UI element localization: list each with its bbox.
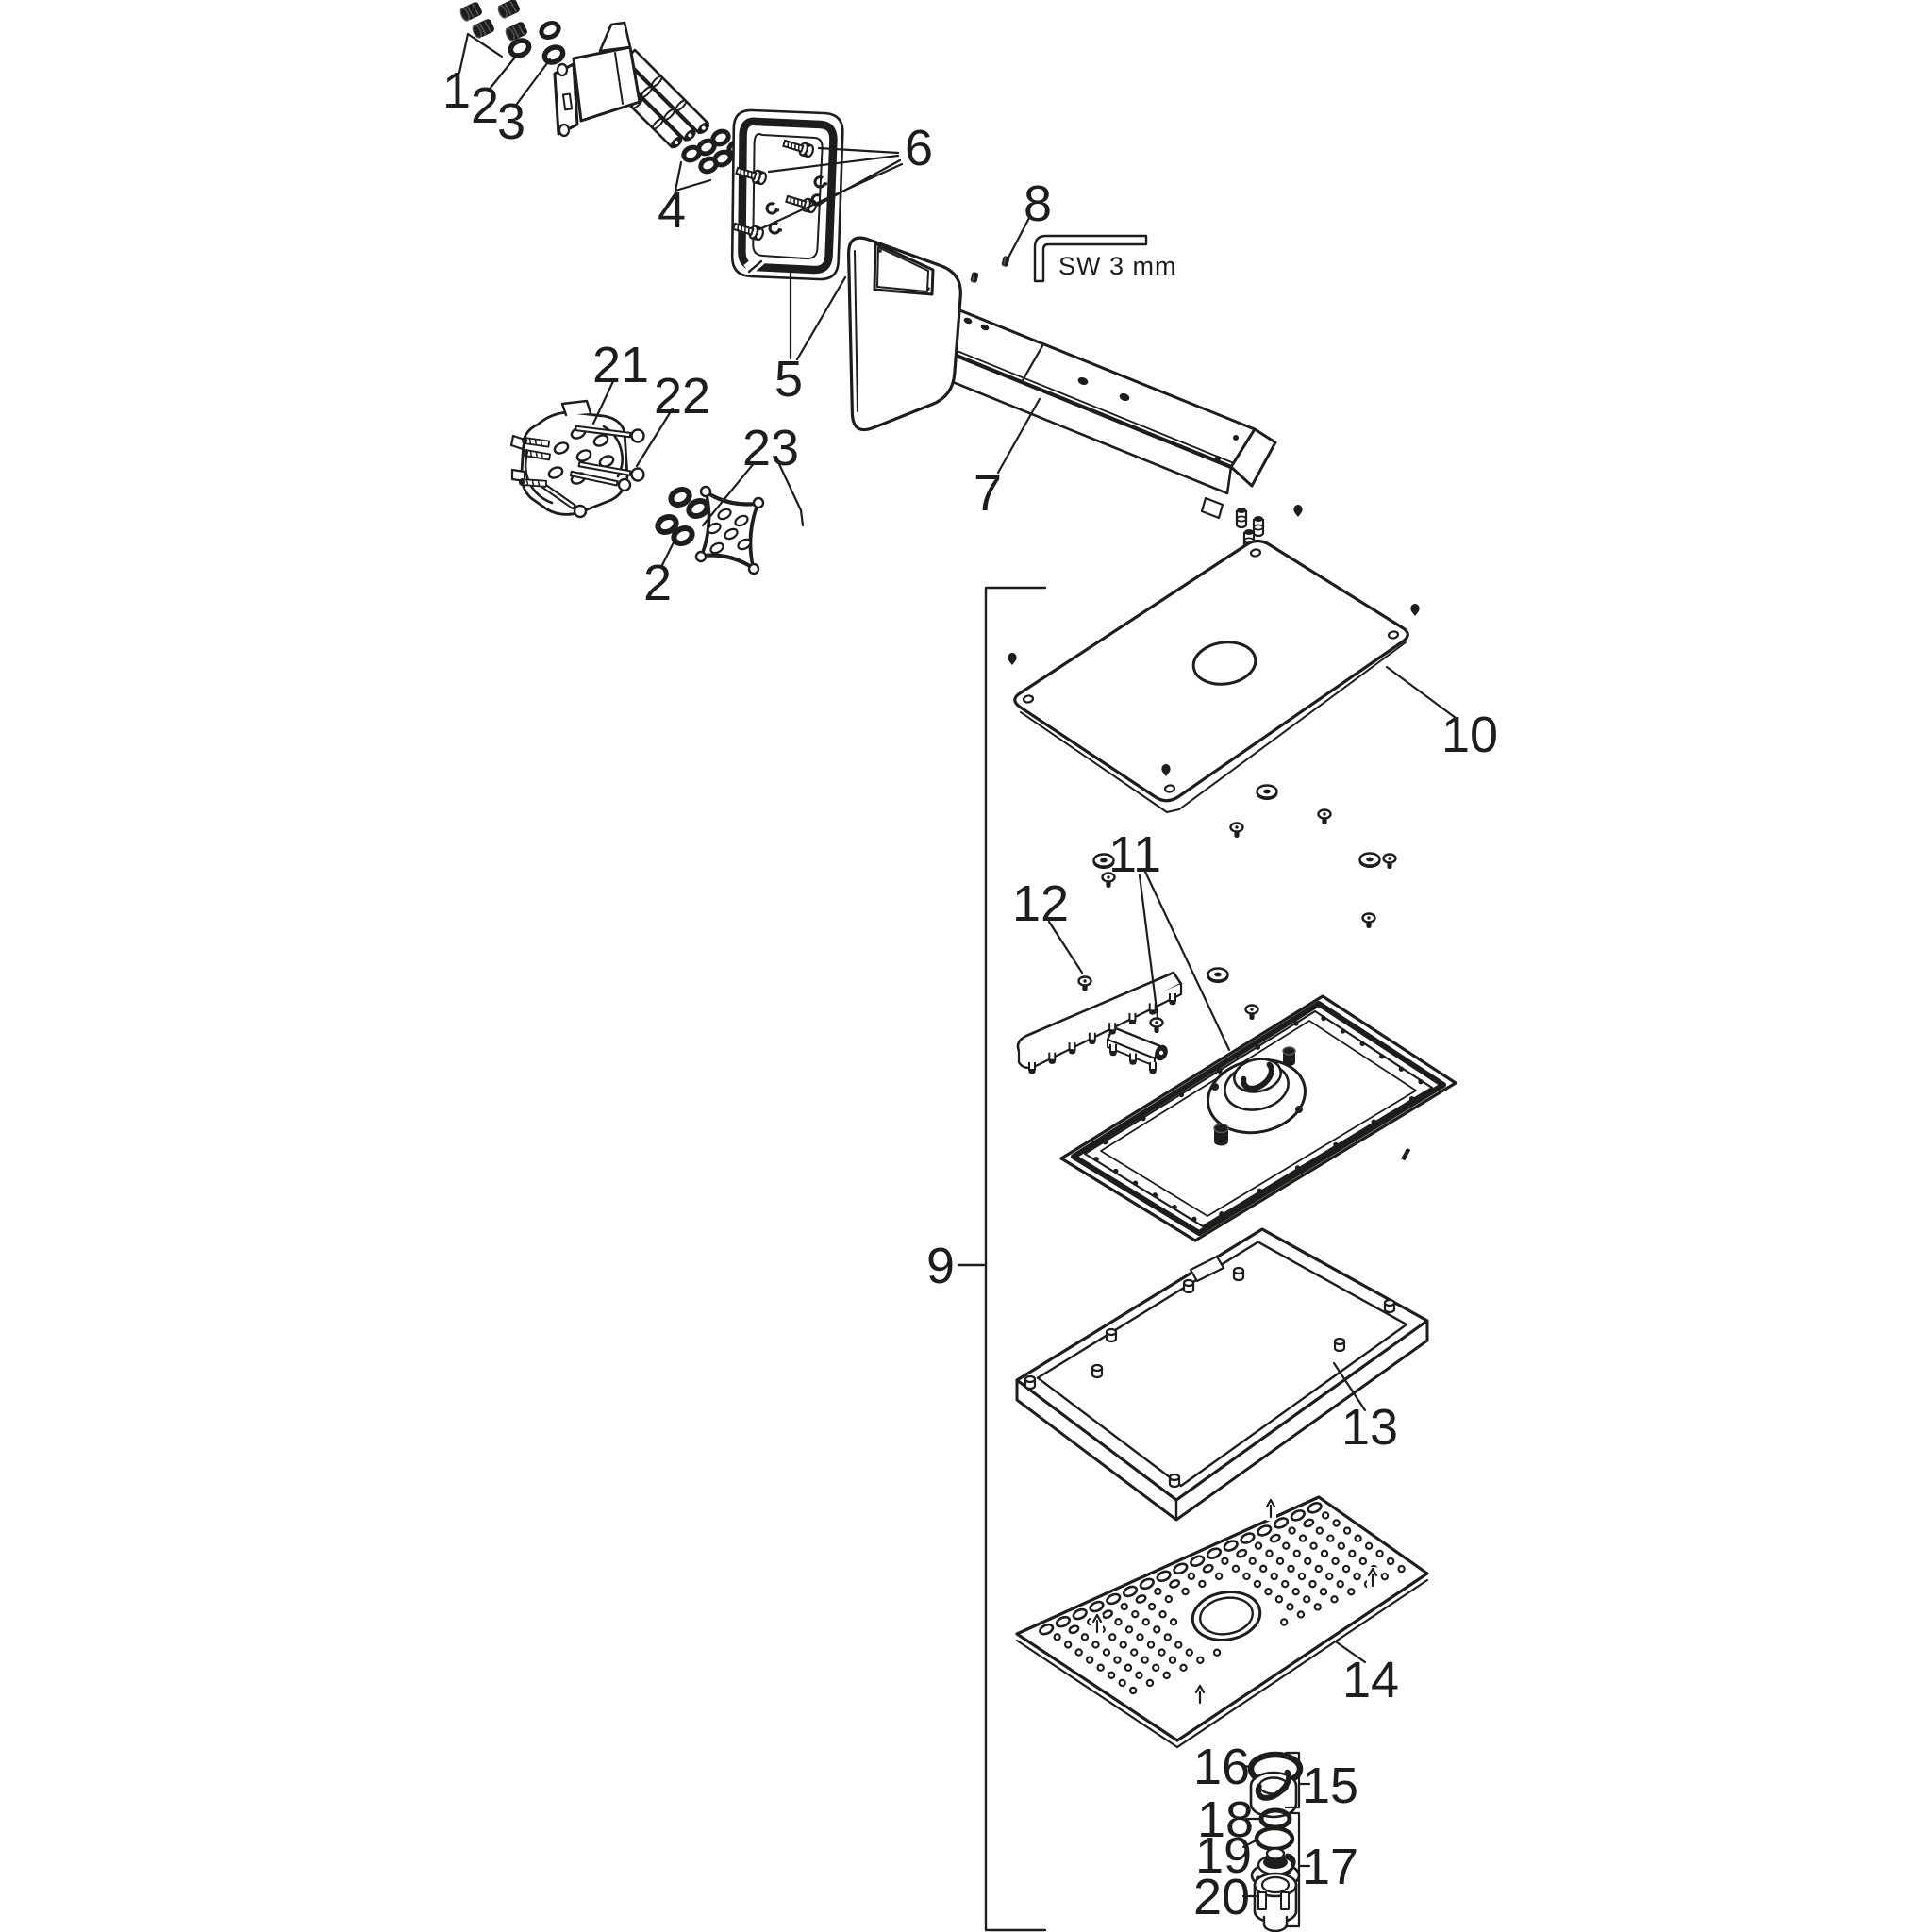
mounting-plate-part10: [1008, 505, 1420, 813]
leader-19: [1241, 1838, 1259, 1849]
leader-8: [1007, 216, 1031, 259]
leader-1: [458, 32, 504, 75]
leader-12: [1047, 920, 1084, 974]
set-screw-part8: [969, 255, 1011, 284]
callout-8: 8: [1024, 175, 1052, 232]
callout-7: 7: [974, 465, 1002, 522]
leader-7: [996, 397, 1041, 475]
callout-5: 5: [774, 351, 803, 408]
callout-13: 13: [1341, 1399, 1398, 1456]
callout-4: 4: [658, 182, 686, 239]
frame-part13: [1015, 1227, 1429, 1522]
outlet-part20: [1253, 1872, 1298, 1932]
callout-23: 23: [742, 420, 799, 476]
leader-11: [1138, 870, 1231, 1052]
leader-4: [674, 160, 712, 192]
spray-plate-part14: [1015, 1495, 1429, 1749]
screws-part22: [518, 425, 645, 519]
callout-9: 9: [926, 1238, 955, 1294]
leader-5: [789, 264, 847, 361]
leader-13: [1332, 1361, 1367, 1412]
gasket-plate-part23: [694, 485, 765, 575]
rim-screw-dots: [1093, 1015, 1424, 1223]
seal-plate-part5: [730, 108, 844, 281]
leader-17: [1284, 1811, 1311, 1928]
callout-22: 22: [654, 368, 710, 425]
callout-2b: 2: [643, 555, 672, 611]
leader-15: [1284, 1751, 1311, 1809]
callout-19: 19: [1195, 1827, 1252, 1884]
spray-nozzles: [1028, 993, 1176, 1074]
leader-23: [701, 460, 805, 527]
leader-22: [635, 407, 675, 468]
flange-part21: [509, 399, 645, 519]
callout-10: 10: [1441, 707, 1498, 763]
alignment-arrows: [1091, 1498, 1378, 1707]
assembly-bracket-part9: [957, 586, 1047, 1932]
body-assembly-part11: [1059, 994, 1457, 1242]
cover-plate-part5: [846, 236, 962, 432]
callout-15: 15: [1302, 1757, 1358, 1814]
o-rings-part3: [539, 20, 566, 65]
basic-body-part4: [553, 21, 710, 149]
callout-labels: 1 2 3 4 5 6 7 8 9 10 11 12 13 14 15 16 1…: [442, 62, 1498, 1925]
leader-14: [1335, 1641, 1367, 1664]
allen-key-icon: [1033, 234, 1148, 283]
tool-size-note: SW 3 mm: [1058, 252, 1177, 280]
callout-1: 1: [442, 62, 471, 119]
stack-part15: [1249, 1767, 1298, 1819]
leader-10: [1385, 665, 1457, 720]
leader-16: [1240, 1764, 1255, 1769]
callout-18: 18: [1197, 1791, 1254, 1848]
callout-21: 21: [592, 337, 649, 393]
callout-3: 3: [497, 93, 525, 150]
callout-6: 6: [905, 120, 933, 176]
leader-6: [756, 146, 904, 232]
callout-2: 2: [471, 77, 499, 134]
spray-holes: [1039, 1502, 1406, 1695]
leader-2b: [659, 541, 675, 569]
leader-lines: [458, 32, 1457, 1928]
o-ring-part2: [508, 38, 532, 58]
callout-17: 17: [1302, 1839, 1358, 1895]
center-flange: [1207, 1046, 1307, 1146]
leader-3: [515, 58, 552, 106]
spray-bar-part12: [1016, 971, 1183, 1074]
callout-12: 12: [1012, 875, 1069, 932]
callout-11: 11: [1108, 826, 1161, 883]
hardware-set-part11: [1077, 784, 1411, 1161]
leader-2: [489, 52, 520, 90]
o-ring-part19: [1254, 1825, 1295, 1852]
callout-16: 16: [1193, 1739, 1250, 1795]
callout-20: 20: [1193, 1869, 1250, 1925]
o-rings-part2b: [655, 486, 710, 547]
center-ring: [1191, 1591, 1262, 1641]
callout-14: 14: [1342, 1652, 1399, 1708]
leader-21: [591, 377, 616, 425]
